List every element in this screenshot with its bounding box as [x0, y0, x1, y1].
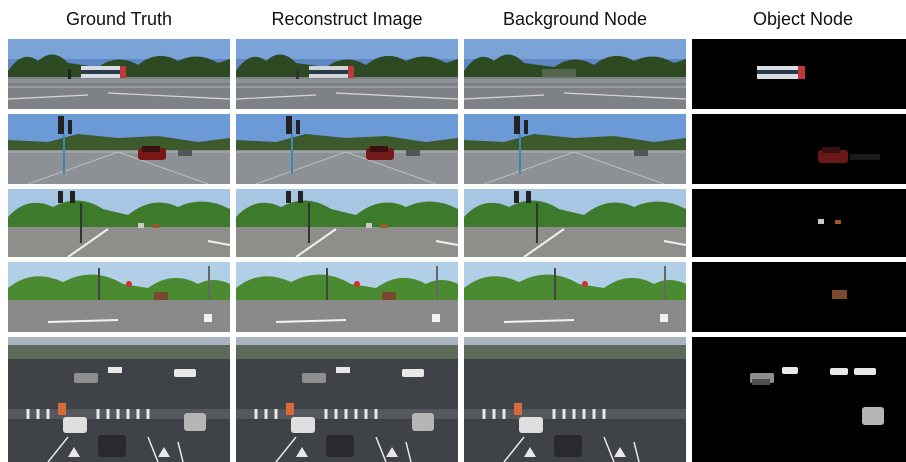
column-header-background-node: Background Node — [502, 9, 648, 29]
row2-ground-truth-image — [8, 114, 230, 184]
row4-object-node-image — [692, 262, 906, 332]
row5-object-node-image — [692, 337, 906, 462]
row2-reconstruct-image — [236, 114, 458, 184]
row1-ground-truth-image — [8, 39, 230, 109]
row4-background-node-image — [464, 262, 686, 332]
row4-ground-truth-image — [8, 262, 230, 332]
row1-reconstruct-image — [236, 39, 458, 109]
row3-ground-truth-image — [8, 189, 230, 257]
row4-reconstruct-image — [236, 262, 458, 332]
row1-object-node-image — [692, 39, 906, 109]
row3-object-node-image — [692, 189, 906, 257]
column-header-object-node: Object Node — [752, 9, 854, 29]
row3-reconstruct-image — [236, 189, 458, 257]
row5-reconstruct-image — [236, 337, 458, 462]
row1-background-node-image — [464, 39, 686, 109]
row2-background-node-image — [464, 114, 686, 184]
row2-object-node-image — [692, 114, 906, 184]
row3-background-node-image — [464, 189, 686, 257]
column-header-ground-truth: Ground Truth — [65, 9, 173, 29]
column-header-reconstruct-image: Reconstruct Image — [271, 9, 423, 29]
row5-ground-truth-image — [8, 337, 230, 462]
row5-background-node-image — [464, 337, 686, 462]
